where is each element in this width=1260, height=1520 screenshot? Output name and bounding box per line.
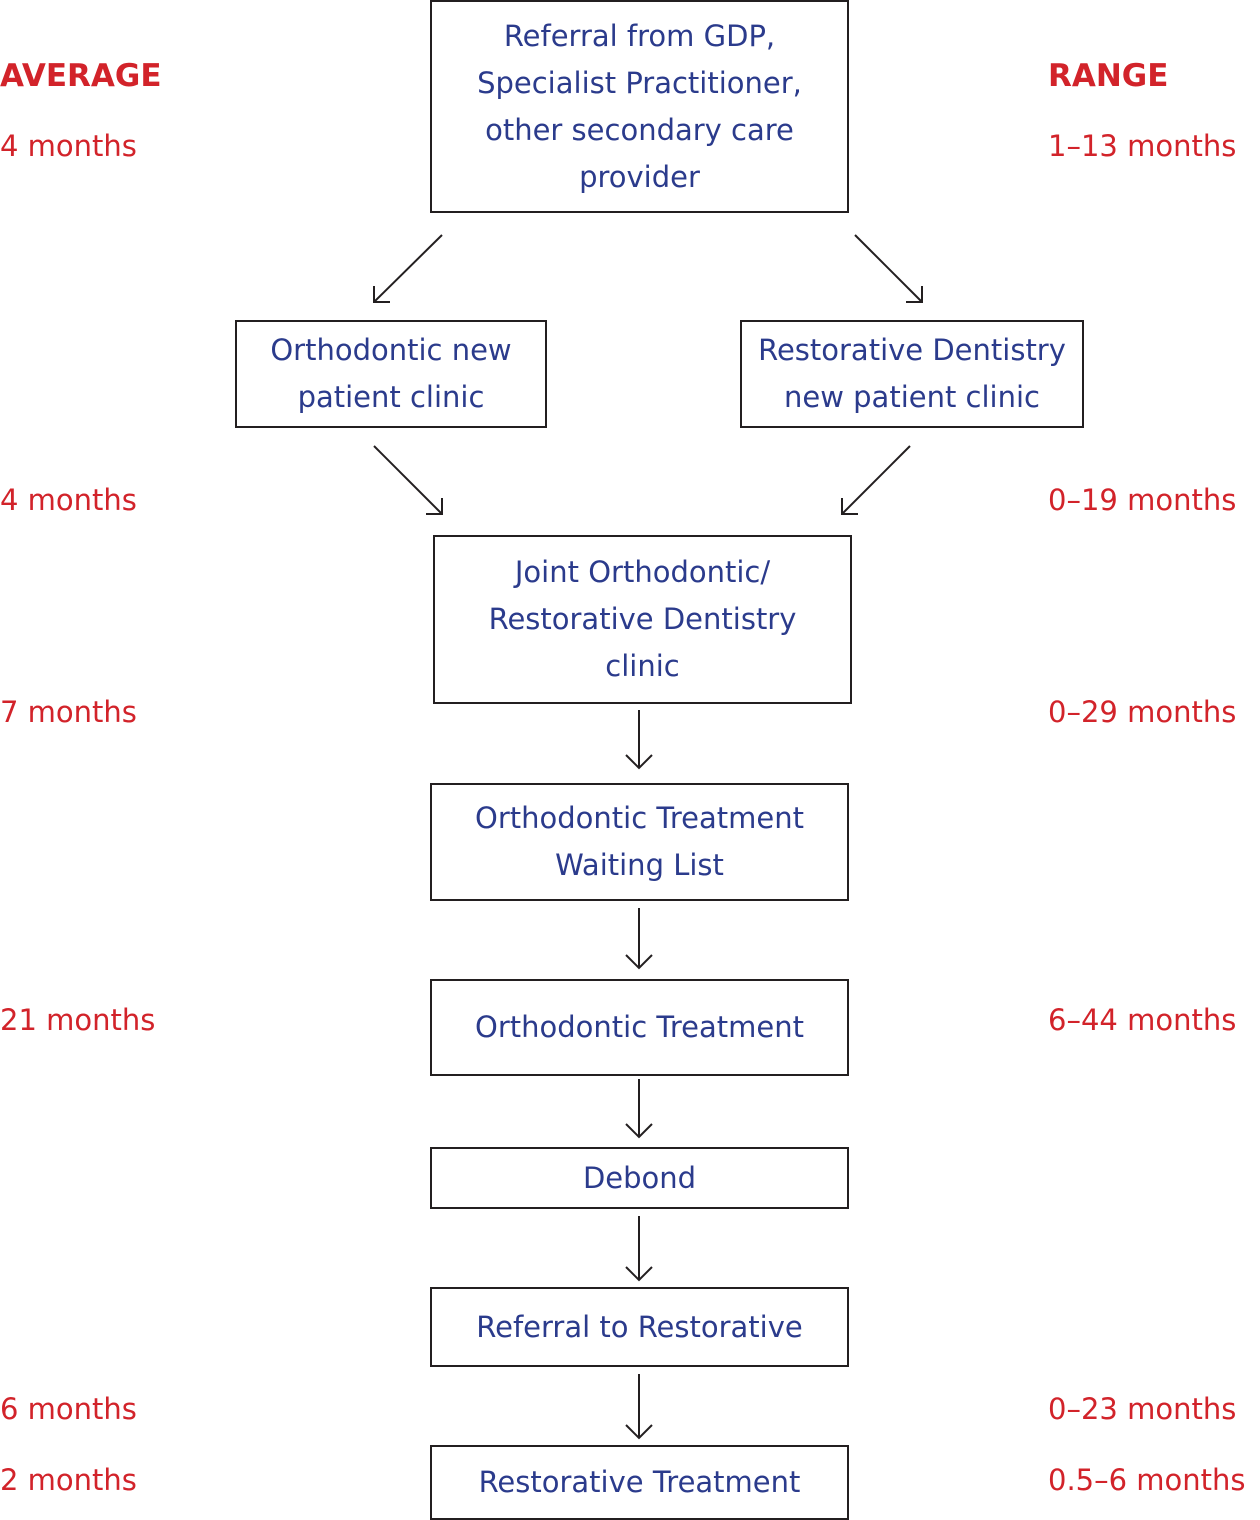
ortho-clinic-box: Orthodontic new patient clinic	[235, 320, 547, 428]
arrow-treatment-to-debond	[625, 1079, 653, 1139]
ortho-treatment-text: Orthodontic Treatment	[475, 1010, 804, 1044]
arrow-waiting-to-treatment	[625, 908, 653, 970]
average-label-6: 2 months	[0, 1463, 137, 1497]
range-label-3: 0–29 months	[1048, 695, 1237, 729]
arrow-joint-to-waiting	[625, 710, 653, 770]
range-header: RANGE	[1048, 58, 1169, 94]
joint-clinic-box: Joint Orthodontic/ Restorative Dentistry…	[433, 535, 852, 704]
arrow-referral-to-resto	[854, 234, 923, 303]
referral-text: Referral from GDP, Specialist Practition…	[477, 18, 802, 194]
arrow-referral-to-ortho	[373, 234, 443, 303]
arrow-debond-to-referral-resto	[625, 1216, 653, 1282]
debond-text: Debond	[582, 1160, 697, 1195]
waiting-list-box: Orthodontic Treatment Waiting List	[430, 783, 849, 901]
resto-treatment-box: Restorative Treatment	[430, 1445, 849, 1520]
referral-resto-box: Referral to Restorative	[430, 1287, 849, 1367]
range-label-2: 0–19 months	[1048, 483, 1237, 517]
ortho-treatment-box: Orthodontic Treatment	[430, 979, 849, 1076]
range-label-1: 1–13 months	[1048, 129, 1237, 163]
debond-box: Debond	[430, 1147, 849, 1209]
average-label-5: 6 months	[0, 1392, 137, 1426]
arrow-referral-resto-to-resto-treatment	[625, 1374, 653, 1440]
arrow-resto-to-joint	[841, 445, 911, 515]
ortho-clinic-text: Orthodontic new patient clinic	[270, 333, 512, 414]
joint-clinic-text: Joint Orthodontic/ Restorative Dentistry…	[488, 555, 797, 683]
average-label-1: 4 months	[0, 129, 137, 163]
range-label-5: 0–23 months	[1048, 1392, 1237, 1426]
arrow-ortho-to-joint	[373, 445, 443, 515]
range-label-4: 6–44 months	[1048, 1003, 1237, 1037]
average-label-2: 4 months	[0, 483, 137, 517]
referral-box: Referral from GDP, Specialist Practition…	[430, 0, 849, 213]
average-label-4: 21 months	[0, 1003, 156, 1037]
resto-clinic-box: Restorative Dentistry new patient clinic	[740, 320, 1084, 428]
average-header: AVERAGE	[0, 58, 162, 94]
referral-resto-text: Referral to Restorative	[476, 1309, 803, 1344]
waiting-list-text: Orthodontic Treatment Waiting List	[475, 801, 804, 882]
resto-clinic-text: Restorative Dentistry new patient clinic	[758, 333, 1066, 414]
average-label-3: 7 months	[0, 695, 137, 729]
range-label-6: 0.5–6 months	[1048, 1463, 1246, 1497]
resto-treatment-text: Restorative Treatment	[478, 1465, 801, 1499]
